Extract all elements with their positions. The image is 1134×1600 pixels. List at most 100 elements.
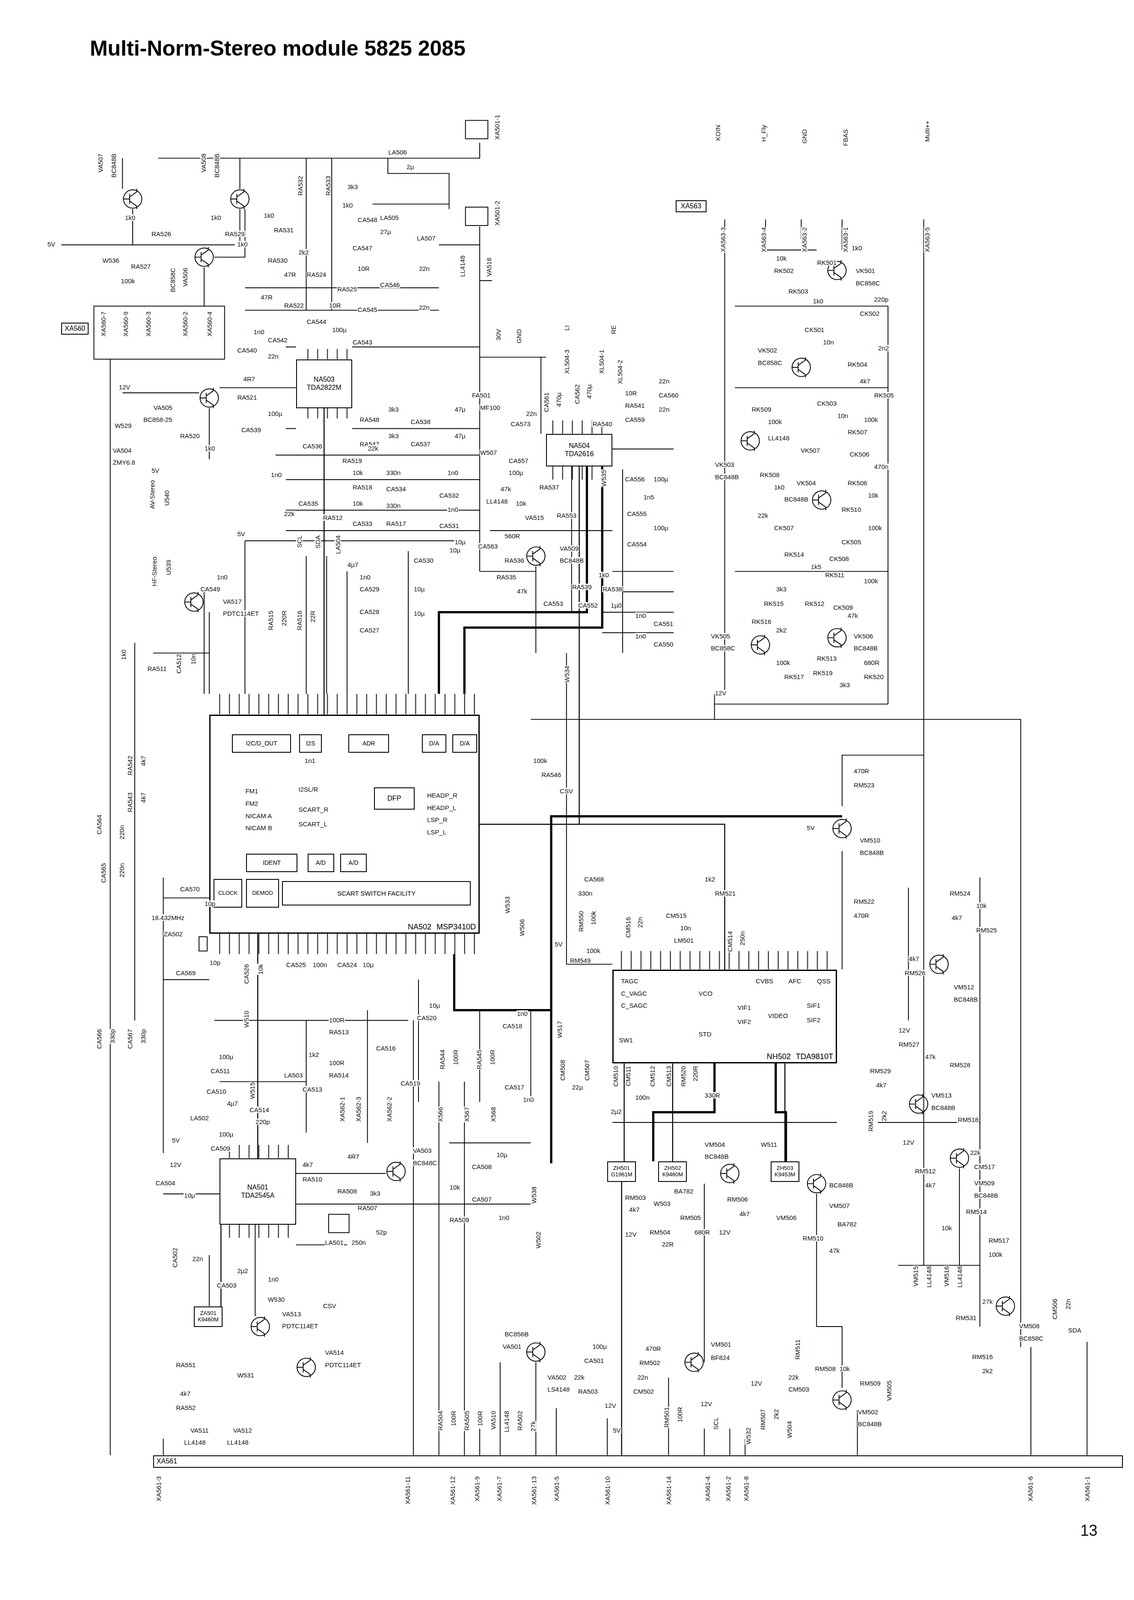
component-label: 330n: [385, 469, 401, 476]
component-label: RM528: [949, 1061, 971, 1069]
page-title: Multi-Norm-Stereo module 5825 2085: [89, 36, 466, 61]
component-label: CM517: [973, 1163, 996, 1170]
component-label: 100µ: [218, 1131, 234, 1138]
node-text: NA502: [407, 922, 432, 932]
component-label: CA525: [285, 961, 307, 968]
component-label: 5V: [612, 1427, 621, 1434]
transistor-symbol: [526, 546, 546, 567]
component-label: 1k0: [263, 212, 275, 219]
component-label: W531: [236, 1371, 255, 1379]
transistor-symbol: [184, 591, 204, 613]
component-label: VM501: [710, 1341, 732, 1348]
component-label: RM518: [957, 1116, 979, 1123]
ic-pins: [301, 349, 351, 360]
component-label: C_SAGC: [620, 1002, 648, 1009]
component-label: RA505: [463, 1410, 470, 1431]
component-label: LL4148: [183, 1439, 206, 1446]
component-label: 10k: [775, 255, 787, 262]
component-label: CM513: [665, 1065, 672, 1087]
component-label: XA501-2: [493, 200, 501, 226]
component-label: RA508: [336, 1187, 358, 1195]
component-label: 100k: [585, 947, 601, 954]
component-label: W510: [243, 1010, 250, 1028]
component-label: 3k3: [387, 432, 399, 440]
component-label: CM510: [612, 1065, 619, 1087]
component-label: X566: [436, 1106, 444, 1123]
component-label: SW1: [618, 1036, 634, 1044]
component-label: 4µ7: [347, 561, 359, 568]
component-label: CA554: [626, 540, 648, 548]
component-label: CA553: [543, 600, 564, 607]
component-label: RA539: [571, 583, 593, 591]
component-label: 220n: [118, 862, 125, 878]
component-label: BC858C: [710, 644, 736, 652]
component-label: CM511: [624, 1065, 632, 1087]
component-label: RA529: [224, 230, 246, 238]
component-label: RM505: [679, 1214, 702, 1221]
component-label: VM515: [912, 1265, 919, 1288]
component-label: CA562: [573, 383, 581, 405]
component-label: 250n: [739, 930, 746, 946]
component-label: VM513: [930, 1092, 953, 1099]
component-label: BC848B: [953, 996, 979, 1003]
component-label: 22n: [636, 916, 644, 929]
component-label: XA561-2: [724, 1475, 732, 1502]
component-label: 10µ: [183, 1192, 196, 1199]
component-label: RM516: [971, 1353, 994, 1360]
component-label: RM525: [975, 926, 998, 934]
component-label: VK502: [757, 347, 778, 354]
component-label: 4k7: [139, 755, 147, 767]
component-label: VK507: [800, 447, 821, 454]
component-label: RA553: [556, 512, 577, 519]
component-label: 220p: [255, 1118, 271, 1126]
node-text: K9460M: [662, 1171, 683, 1179]
component-label: 12V: [714, 689, 728, 697]
component-label: 470µ: [585, 383, 593, 400]
component-label: TAGC: [620, 977, 639, 985]
transistor-symbol: [751, 634, 770, 656]
component-label: CA508: [471, 1163, 493, 1170]
component-label: LS4148: [546, 1386, 570, 1393]
component-label: 10n: [679, 924, 692, 932]
node-text: NH502: [766, 1052, 791, 1062]
component-label: 10µ: [495, 1151, 508, 1158]
component-label: RA533: [324, 175, 332, 196]
component-label: VM512: [953, 983, 975, 991]
connector-bracket: [93, 305, 225, 360]
component-label: Multi++: [923, 120, 931, 143]
component-label: BC858-25: [142, 416, 173, 423]
node-text: XA561: [156, 1457, 178, 1466]
component-label: AV-Stereo: [148, 479, 156, 510]
component-label: BC848B: [853, 644, 879, 652]
function-block: SCART SWITCH FACILITY: [282, 881, 471, 906]
component-label: 4R7: [243, 375, 256, 383]
component-label: 2µ2: [236, 1267, 249, 1274]
component-label: 10k: [257, 963, 264, 975]
component-label: 3k3: [387, 406, 399, 413]
component-label: HEADP_R: [426, 792, 458, 799]
transistor-symbol: [526, 1341, 546, 1363]
transistor-symbol: [827, 627, 847, 649]
component-label: BC848B: [930, 1104, 956, 1111]
component-label: XA561-12: [449, 1475, 456, 1506]
ic-box: NA504TDA2616: [546, 433, 613, 467]
function-block: D/A: [421, 734, 447, 753]
component-label: CA560: [658, 391, 679, 399]
transistor-symbol: [741, 430, 760, 452]
component-label: LL4148: [503, 1410, 510, 1433]
component-label: 220p: [873, 296, 889, 303]
component-label: CA519: [400, 1080, 421, 1087]
component-label: VK503: [714, 461, 735, 468]
component-label: RA511: [146, 665, 167, 672]
component-label: RK516: [751, 618, 772, 625]
component-label: CA501: [583, 1357, 605, 1364]
component-label: RM531: [955, 1314, 977, 1322]
component-label: LA502: [189, 1114, 210, 1122]
filter-box: ZH502K9460M: [658, 1161, 687, 1182]
component-label: BC858C: [1018, 1335, 1044, 1342]
component-label: VA503: [412, 1147, 433, 1154]
component-label: VK501: [855, 267, 876, 274]
component-label: 1k0: [598, 571, 610, 579]
component-label: 4k7: [628, 1206, 640, 1213]
